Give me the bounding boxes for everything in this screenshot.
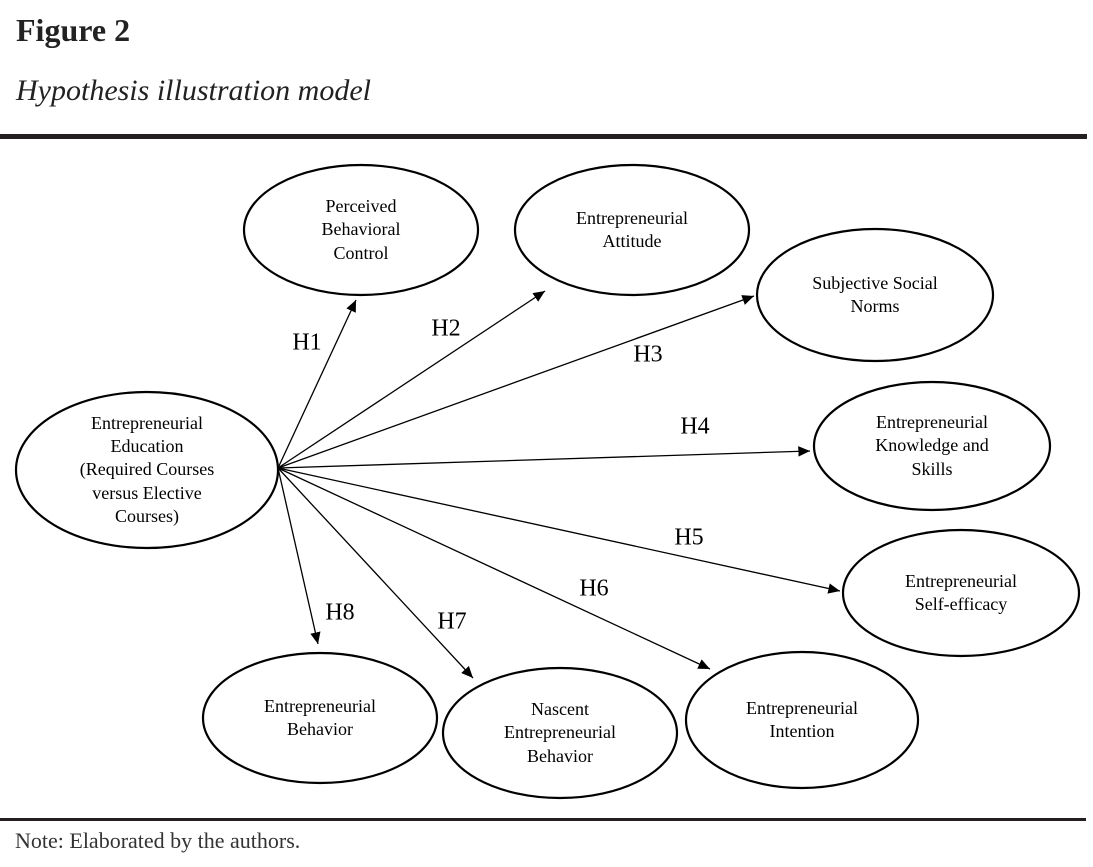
node-ellipse-perceived-behavioral-control [242,163,480,297]
figure-note: Note: Elaborated by the authors. [15,828,301,853]
edge-label-h8: H8 [325,599,355,626]
node-label-entrepreneurial-education: Entrepreneurial Education (Required Cour… [79,413,215,526]
node-label-subjective-social-norms: Subjective Social Norms [812,272,938,316]
node-label-entrepreneurial-self-efficacy: Entrepreneurial Self-efficacy [905,570,1017,614]
node-label-perceived-behavioral-control: Perceived Behavioral Control [321,196,401,263]
node-ellipse-subjective-social-norms [755,227,995,363]
edge-arrow-h5 [277,467,841,594]
edge-arrow-h3 [277,295,755,469]
edge-label-h1: H1 [292,329,322,356]
edge-arrow-h8 [277,467,321,645]
edge-arrow-h4 [277,446,811,469]
figure-title: Hypothesis illustration model [16,74,371,107]
node-ellipse-entrepreneurial-self-efficacy [841,528,1081,658]
edge-label-h6: H6 [579,575,609,602]
node-ellipse-entrepreneurial-intention [684,650,920,790]
bottom-divider [0,818,1086,821]
node-ellipse-nascent-entrepreneurial-behavior [441,666,679,800]
node-label-entrepreneurial-intention: Entrepreneurial Intention [746,697,858,741]
node-ellipse-entrepreneurial-knowledge-and-skills [812,380,1052,512]
edge-label-h7: H7 [437,608,467,635]
node-label-entrepreneurial-attitude: Entrepreneurial Attitude [576,207,688,251]
edge-label-h3: H3 [633,341,663,368]
top-divider [0,134,1087,139]
figure-label: Figure 2 [16,12,131,48]
node-ellipse-entrepreneurial-behavior [201,651,439,785]
node-label-nascent-entrepreneurial-behavior: Nascent Entrepreneurial Behavior [504,699,616,766]
edge-arrow-h2 [277,290,546,469]
node-ellipse-entrepreneurial-attitude [513,163,751,297]
edge-arrow-h7 [277,467,474,679]
node-label-entrepreneurial-knowledge-and-skills: Entrepreneurial Knowledge and Skills [875,412,989,479]
edge-arrow-h1 [277,299,357,469]
edge-label-h4: H4 [680,413,710,440]
node-label-entrepreneurial-behavior: Entrepreneurial Behavior [264,695,376,739]
edge-arrow-h6 [277,467,711,670]
edge-label-h2: H2 [431,315,461,342]
edge-label-h5: H5 [674,524,704,551]
